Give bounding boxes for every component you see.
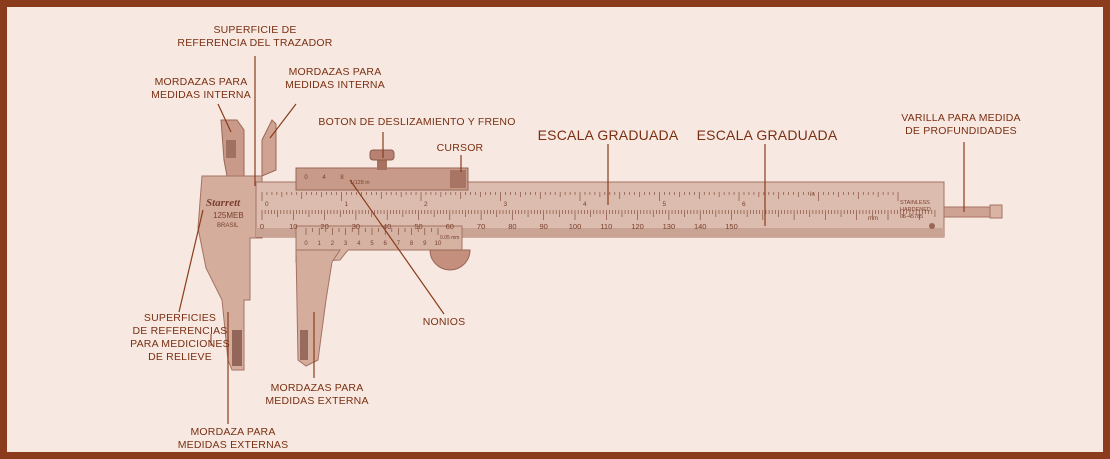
leader-nonios: [349, 179, 445, 315]
movable-jaw-dark: [300, 330, 308, 360]
vernier-mm-label: 7: [397, 241, 401, 247]
mm-scale-label: 30: [352, 222, 360, 231]
vernier-mm-label: 3: [344, 241, 348, 247]
label-mordaza-externas: MORDAZA PARA MEDIDAS EXTERNAS: [177, 426, 289, 451]
inch-scale-ticks: [261, 192, 899, 201]
label-cursor: CURSOR: [436, 142, 484, 154]
mm-scale-label: 150: [725, 222, 738, 231]
inch-scale-label: 4: [583, 201, 587, 208]
mm-scale-label: 0: [260, 222, 264, 231]
label-mordazas-externa: MORDAZAS PARA MEDIDAS EXTERNA: [265, 382, 369, 407]
vernier-mm-label: 5: [370, 241, 374, 247]
vernier-mm-label: 4: [357, 241, 361, 247]
fixed-internal-jaw-shade: [226, 140, 236, 158]
maker-note-3: 05-45785: [900, 214, 923, 220]
origin-text: BRASIL: [217, 223, 239, 229]
label-mordazas-interna-2: MORDAZAS PARA MEDIDAS INTERNA: [285, 66, 385, 91]
vernier-mm-note: 0.05 mm: [440, 235, 459, 241]
vernier-mm-label: 6: [384, 241, 388, 247]
inch-scale-label: 2: [424, 201, 428, 208]
vernier-in-label: 4: [322, 175, 326, 181]
vernier-mm-label: 1: [318, 241, 322, 247]
label-superficie-trazador: SUPERFICIE DE REFERENCIA DEL TRAZADOR: [177, 24, 333, 49]
cursor-bar-dark: [450, 170, 466, 188]
label-superficies-relieve: SUPERFICIES DE REFERENCIAS PARA MEDICION…: [130, 312, 230, 363]
vernier-in-note: 1/128 in: [350, 180, 370, 186]
mm-scale-label: 120: [631, 222, 644, 231]
inch-scale-label: 5: [663, 201, 667, 208]
main-scale-ticks: [261, 210, 936, 220]
movable-internal-jaw: [261, 119, 277, 177]
vernier-mm-label: 10: [435, 241, 442, 247]
mm-scale-label: 90: [540, 222, 548, 231]
model-text: 125MEB: [213, 211, 244, 220]
vernier-mm-label: 8: [410, 241, 414, 247]
unit-mm: mm: [868, 216, 878, 222]
mm-scale-label: 130: [663, 222, 676, 231]
leader-mordazas-interna-1: [217, 103, 232, 133]
thumb-wheel: [429, 249, 471, 271]
vernier-mm-label: 9: [423, 241, 427, 247]
fixed-jaw-dark: [232, 330, 242, 366]
label-escala-2: ESCALA GRADUADA: [696, 127, 838, 143]
mm-scale-label: 110: [600, 222, 612, 231]
inch-scale-label: 1: [345, 201, 349, 208]
label-escala-1: ESCALA GRADUADA: [537, 127, 679, 143]
inch-scale-label: 0: [265, 201, 269, 208]
mm-scale-label: 60: [446, 222, 454, 231]
maker-note-2: HARDENED: [900, 207, 931, 213]
inch-scale-label: 3: [504, 201, 508, 208]
beam-screw: [929, 223, 935, 229]
main-beam-shadow: [256, 228, 944, 237]
mm-scale-label: 100: [569, 222, 582, 231]
brand-logo: Starrett: [206, 197, 241, 209]
mm-scale-label: 140: [694, 222, 707, 231]
inch-scale-label: 6: [742, 201, 746, 208]
leader-superficies-relieve: [178, 209, 204, 313]
label-varilla: VARILLA PARA MEDIDA DE PROFUNDIDADES: [901, 112, 1021, 137]
mm-scale-label: 80: [508, 222, 516, 231]
unit-inch: in: [810, 192, 815, 198]
fixed-head: [197, 175, 263, 371]
thumb-screw-post: [377, 158, 387, 170]
label-nonios: NONIOS: [422, 316, 466, 328]
label-boton: BOTON DE DESLIZAMIENTO Y FRENO: [318, 116, 516, 128]
thumb-screw-knob: [369, 149, 395, 161]
mm-scale-label: 40: [383, 222, 391, 231]
vernier-ticks: [305, 228, 439, 235]
vernier-in-label: 8: [340, 175, 344, 181]
vernier-mm-label: 2: [331, 241, 335, 247]
maker-note-1: STAINLESS: [900, 200, 930, 206]
leader-mordazas-interna-2: [269, 103, 297, 139]
mm-scale-label: 20: [320, 222, 328, 231]
mm-scale-label: 70: [477, 222, 485, 231]
leader-lines: [178, 56, 965, 424]
vernier-in-label: 0: [304, 175, 308, 181]
label-mordazas-interna-1: MORDAZAS PARA MEDIDAS INTERNA: [151, 76, 251, 101]
mm-scale-label: 50: [414, 222, 422, 231]
mm-scale-label: 10: [289, 222, 297, 231]
depth-rod-tip: [989, 204, 1003, 219]
vernier-mm-label: 0: [304, 241, 308, 247]
